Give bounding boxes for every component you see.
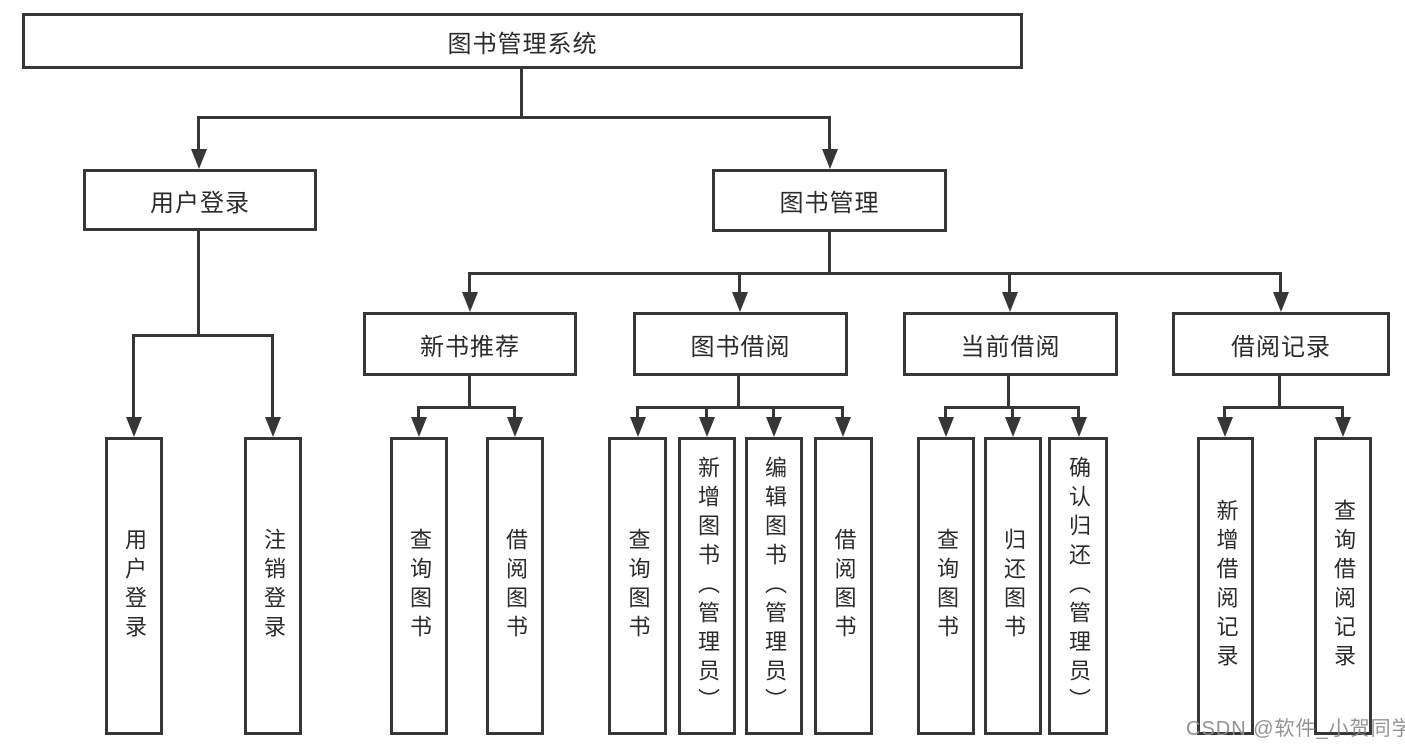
- connector-root-stem: [520, 69, 523, 119]
- node-label: 查询图书: [625, 528, 651, 644]
- node-current-query-books: 查询图书: [917, 437, 975, 735]
- connector-drop-user-login: [197, 116, 200, 152]
- connector-drop-login: [132, 334, 135, 420]
- arrow-down-icon: [507, 417, 523, 437]
- node-new-book-recommend: 新书推荐: [363, 312, 577, 376]
- connector-drop: [944, 406, 947, 421]
- node-label: 新增图书（管理员）: [695, 455, 720, 717]
- connector-records-stem: [1278, 376, 1281, 409]
- node-borrowing-add-books-admin: 新增图书（管理员）: [678, 437, 736, 735]
- node-borrowing-borrow-books: 借阅图书: [814, 437, 873, 735]
- connector-drop: [1011, 406, 1014, 421]
- arrow-down-icon: [630, 417, 646, 437]
- node-book-management-branch: 图书管理: [712, 169, 947, 232]
- connector-current-stem: [1007, 376, 1010, 409]
- node-label: 查询图书: [407, 528, 432, 644]
- node-records-add-record: 新增借阅记录: [1197, 437, 1254, 735]
- node-label: 查询借阅记录: [1331, 499, 1356, 673]
- node-label: 编辑图书（管理员）: [762, 455, 787, 717]
- arrow-down-icon: [462, 292, 478, 312]
- connector-new-books-stem: [468, 376, 471, 409]
- node-label: 查询图书: [934, 528, 959, 644]
- arrow-down-icon: [732, 292, 748, 312]
- arrow-down-icon: [1071, 417, 1087, 437]
- arrow-down-icon: [411, 417, 427, 437]
- csdn-watermark: CSDN @软件_小贺同学: [1186, 718, 1405, 740]
- connector-new-books-rail: [417, 406, 516, 409]
- connector-user-rail: [132, 334, 274, 337]
- node-new-books-borrow-books: 借阅图书: [486, 437, 544, 735]
- node-label: 新增借阅记录: [1213, 499, 1239, 673]
- connector-drop-new-books: [468, 272, 471, 297]
- arrow-down-icon: [1217, 417, 1233, 437]
- connector-borrowing-rail: [636, 406, 844, 409]
- node-library-management-system: 图书管理系统: [22, 13, 1023, 69]
- connector-drop-logout: [271, 334, 274, 420]
- node-user-login: 用户登录: [105, 437, 163, 735]
- connector-drop: [1341, 406, 1344, 421]
- connector-books-rail: [468, 272, 1282, 275]
- connector-drop: [513, 406, 516, 421]
- connector-root-rail: [197, 116, 831, 119]
- node-user-login-branch: 用户登录: [83, 169, 317, 231]
- node-logout: 注销登录: [244, 437, 302, 735]
- node-label: 用户登录: [122, 528, 147, 644]
- node-new-books-query-books: 查询图书: [390, 437, 448, 735]
- connector-drop: [417, 406, 420, 421]
- node-label: 注销登录: [261, 528, 286, 644]
- arrow-down-icon: [265, 417, 281, 437]
- node-borrowing-query-books: 查询图书: [608, 437, 667, 735]
- connector-drop-borrowing: [738, 272, 741, 297]
- node-borrowing-records: 借阅记录: [1172, 312, 1390, 376]
- arrow-down-icon: [822, 149, 838, 169]
- arrow-down-icon: [1335, 417, 1351, 437]
- connector-records-rail: [1223, 406, 1344, 409]
- connector-drop: [705, 406, 708, 421]
- connector-drop-current: [1008, 272, 1011, 297]
- connector-borrowing-stem: [737, 376, 740, 409]
- arrow-down-icon: [126, 417, 142, 437]
- node-label: 借阅图书: [503, 528, 528, 644]
- node-records-query-record: 查询借阅记录: [1314, 437, 1372, 735]
- node-label: 归还图书: [1001, 528, 1026, 644]
- node-label: 借阅图书: [831, 528, 857, 644]
- arrow-down-icon: [1273, 292, 1289, 312]
- node-borrowing-edit-books-admin: 编辑图书（管理员）: [745, 437, 803, 735]
- arrow-down-icon: [699, 417, 715, 437]
- connector-drop-records: [1279, 272, 1282, 297]
- node-book-borrowing: 图书借阅: [633, 312, 848, 376]
- connector-drop: [841, 406, 844, 421]
- connector-drop: [1223, 406, 1226, 421]
- arrow-down-icon: [191, 149, 207, 169]
- connector-drop: [772, 406, 775, 421]
- node-label: 确认归还（管理员）: [1066, 455, 1091, 717]
- arrow-down-icon: [1005, 417, 1021, 437]
- connector-books-stem: [828, 232, 831, 275]
- node-current-confirm-return-admin: 确认归还（管理员）: [1048, 437, 1108, 735]
- connector-user-stem: [197, 231, 200, 337]
- connector-drop: [1077, 406, 1080, 421]
- node-current-borrowing: 当前借阅: [903, 312, 1118, 376]
- connector-drop: [636, 406, 639, 421]
- arrow-down-icon: [938, 417, 954, 437]
- node-current-return-books: 归还图书: [984, 437, 1042, 735]
- connector-drop-book-management: [828, 116, 831, 152]
- arrow-down-icon: [1002, 292, 1018, 312]
- arrow-down-icon: [835, 417, 851, 437]
- arrow-down-icon: [766, 417, 782, 437]
